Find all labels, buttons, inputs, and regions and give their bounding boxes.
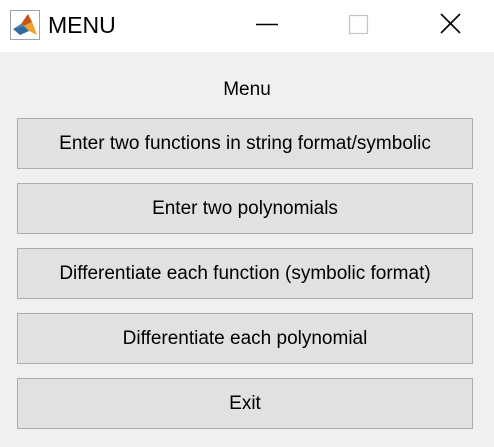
exit-button[interactable]: Exit (17, 378, 473, 429)
maximize-button[interactable] (335, 0, 381, 50)
title-bar[interactable]: MENU (0, 0, 494, 52)
maximize-icon (348, 14, 369, 35)
enter-polynomials-button[interactable]: Enter two polynomials (17, 183, 473, 234)
menu-panel: Menu Enter two functions in string forma… (0, 52, 494, 447)
menu-heading: Menu (223, 79, 271, 100)
matlab-logo-icon (10, 10, 40, 40)
minimize-button[interactable] (244, 0, 290, 50)
close-icon (440, 13, 461, 34)
minimize-icon (256, 23, 278, 26)
enter-functions-button[interactable]: Enter two functions in string format/sym… (17, 118, 473, 169)
close-button[interactable] (427, 0, 473, 50)
differentiate-polynomials-button[interactable]: Differentiate each polynomial (17, 313, 473, 364)
differentiate-functions-button[interactable]: Differentiate each function (symbolic fo… (17, 248, 473, 299)
window-title: MENU (48, 12, 116, 38)
